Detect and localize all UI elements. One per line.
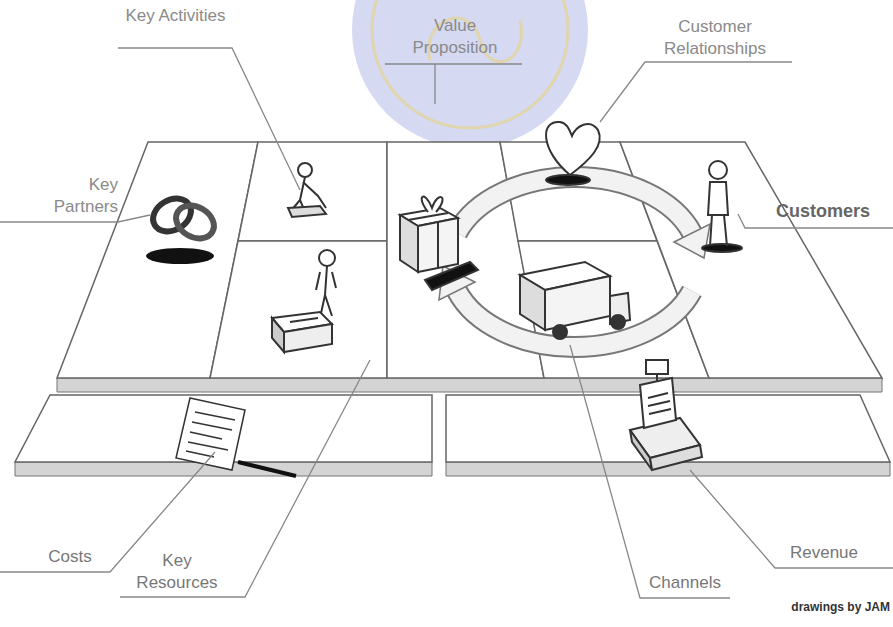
cash-register-icon bbox=[646, 360, 668, 374]
truck-icon bbox=[611, 315, 625, 329]
part-label: Key Activities bbox=[118, 5, 233, 27]
rings-icon bbox=[146, 248, 214, 264]
customer-icon bbox=[710, 215, 727, 246]
resource-icon bbox=[272, 250, 336, 352]
cash-register-icon bbox=[656, 374, 658, 382]
loop-arrow bbox=[439, 177, 710, 347]
customer-icon bbox=[702, 161, 742, 252]
leader-line bbox=[0, 48, 893, 598]
part-label: Customers bbox=[756, 200, 890, 222]
customer-icon bbox=[708, 182, 728, 215]
rings-icon bbox=[146, 192, 220, 264]
part-label: Channels bbox=[636, 572, 734, 594]
part-label: Customer Relationships bbox=[640, 16, 790, 60]
cash-register-icon bbox=[648, 393, 671, 414]
cash-register-icon bbox=[650, 445, 702, 470]
resource-icon bbox=[316, 266, 336, 318]
truck-icon bbox=[520, 275, 545, 330]
heart-icon bbox=[546, 122, 600, 175]
leader-line bbox=[570, 345, 730, 598]
resource-icon bbox=[319, 250, 335, 266]
loop-arrow bbox=[674, 224, 710, 258]
worker-icon bbox=[303, 182, 326, 208]
customer-icon bbox=[702, 244, 742, 252]
worker-icon bbox=[288, 206, 326, 217]
part-label: Key Resources bbox=[122, 550, 232, 594]
document-icon bbox=[176, 398, 296, 476]
leader-line bbox=[0, 215, 150, 222]
document-icon bbox=[186, 412, 235, 457]
worker-icon bbox=[288, 163, 326, 217]
leader-line bbox=[120, 360, 370, 597]
resource-icon bbox=[284, 324, 332, 352]
truck-icon bbox=[520, 262, 630, 339]
worker-icon bbox=[298, 163, 312, 177]
gift-icon bbox=[422, 197, 443, 212]
canvas-block bbox=[620, 142, 882, 378]
part-label: Key Partners bbox=[30, 174, 118, 218]
cash-register-icon bbox=[630, 360, 702, 470]
document-icon bbox=[176, 398, 245, 470]
part-label: Costs bbox=[30, 546, 110, 568]
cash-register-icon bbox=[640, 378, 676, 428]
leader-line bbox=[690, 470, 893, 568]
part-label: Value Proposition bbox=[390, 15, 520, 59]
customer-icon bbox=[709, 161, 727, 179]
truck-icon bbox=[545, 276, 610, 330]
document-icon bbox=[238, 462, 296, 476]
cash-register-icon bbox=[630, 430, 652, 470]
leader-line bbox=[118, 48, 300, 190]
board-side bbox=[15, 378, 890, 476]
resource-icon bbox=[272, 318, 284, 352]
heart-icon bbox=[546, 122, 600, 185]
leader-line bbox=[385, 63, 522, 64]
leader-line bbox=[434, 64, 435, 104]
part-label: Revenue bbox=[772, 542, 876, 564]
rings-icon bbox=[147, 192, 197, 238]
credit-label: drawings by JAM bbox=[740, 596, 890, 618]
gift-icon bbox=[400, 197, 478, 290]
leader-line bbox=[600, 62, 792, 122]
board-side bbox=[57, 378, 882, 392]
gift-icon bbox=[400, 215, 418, 272]
truck-icon bbox=[553, 325, 567, 339]
heart-icon bbox=[546, 175, 590, 185]
watermark-emblem bbox=[372, 0, 568, 128]
gift-icon bbox=[408, 213, 448, 268]
resource-icon bbox=[290, 318, 318, 322]
canvas-block bbox=[15, 142, 890, 462]
canvas-block bbox=[238, 142, 387, 241]
canvas-block bbox=[210, 241, 387, 378]
rings-icon bbox=[170, 199, 220, 245]
